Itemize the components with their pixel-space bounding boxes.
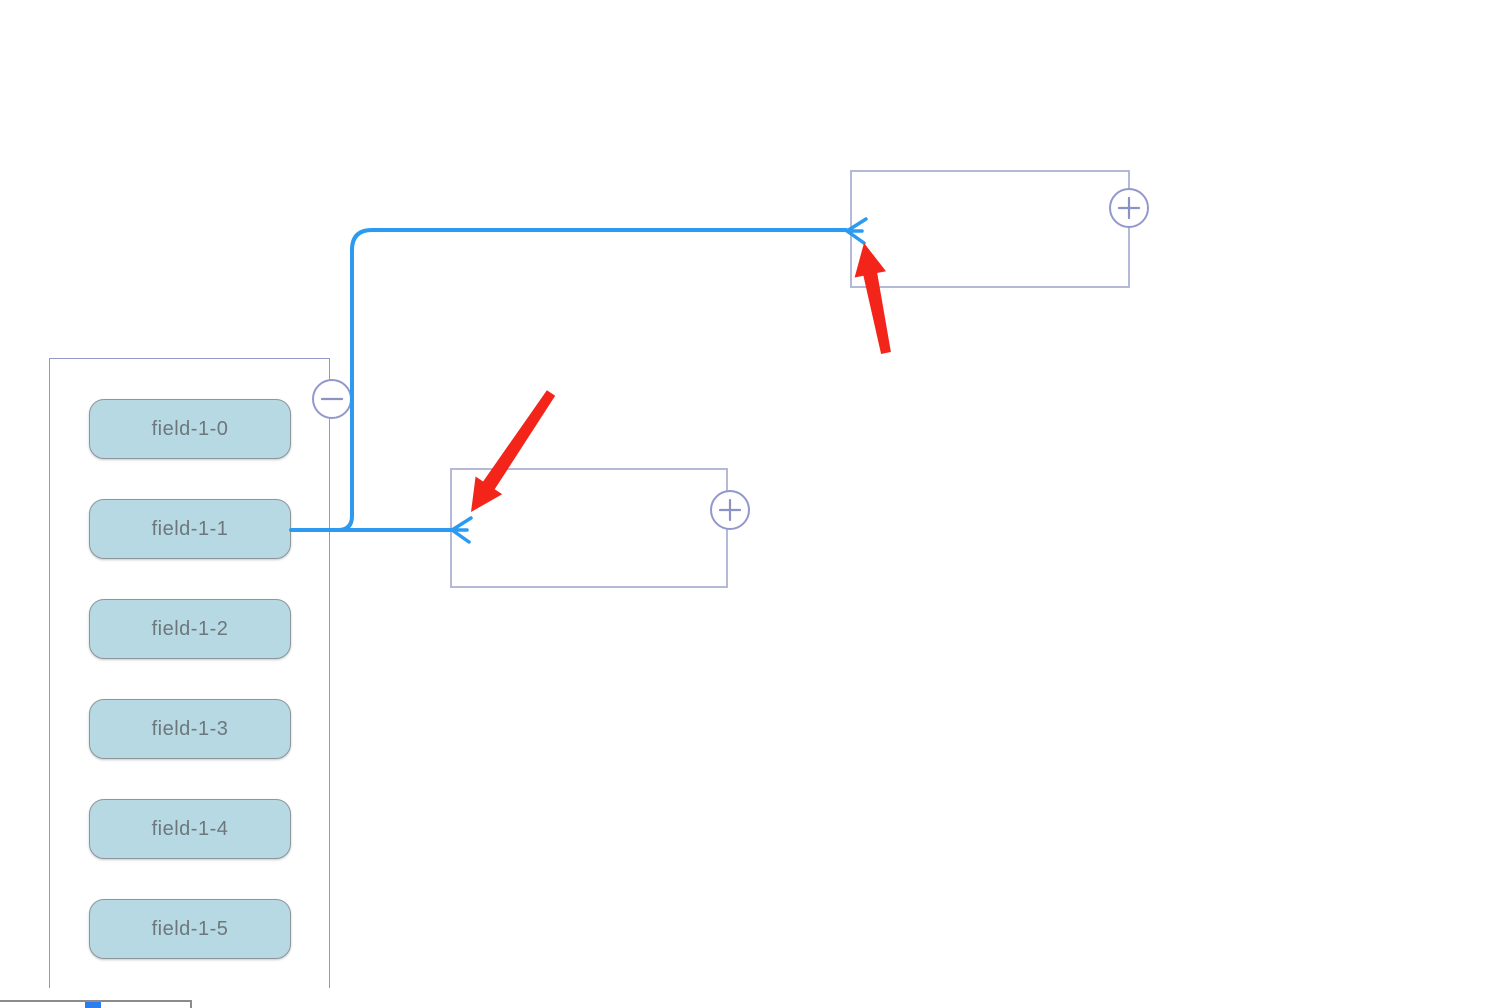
field-node[interactable]: field-1-2 (89, 599, 291, 659)
expand-button[interactable] (1109, 188, 1149, 228)
field-node[interactable]: field-1-5 (89, 899, 291, 959)
plus-icon (718, 498, 742, 522)
minus-icon (320, 387, 344, 411)
expand-button[interactable] (710, 490, 750, 530)
minimap-viewport[interactable] (85, 1002, 101, 1008)
field-group-container: field-1-0 field-1-1 field-1-2 field-1-3 … (49, 358, 352, 988)
plus-icon (1117, 196, 1141, 220)
collapse-button[interactable] (312, 379, 352, 419)
entity-box-middle[interactable] (450, 468, 750, 588)
field-node[interactable]: field-1-1 (89, 499, 291, 559)
minimap[interactable] (0, 1000, 192, 1008)
field-node[interactable]: field-1-4 (89, 799, 291, 859)
entity-box-top[interactable] (850, 170, 1149, 288)
field-node[interactable]: field-1-0 (89, 399, 291, 459)
field-node[interactable]: field-1-3 (89, 699, 291, 759)
